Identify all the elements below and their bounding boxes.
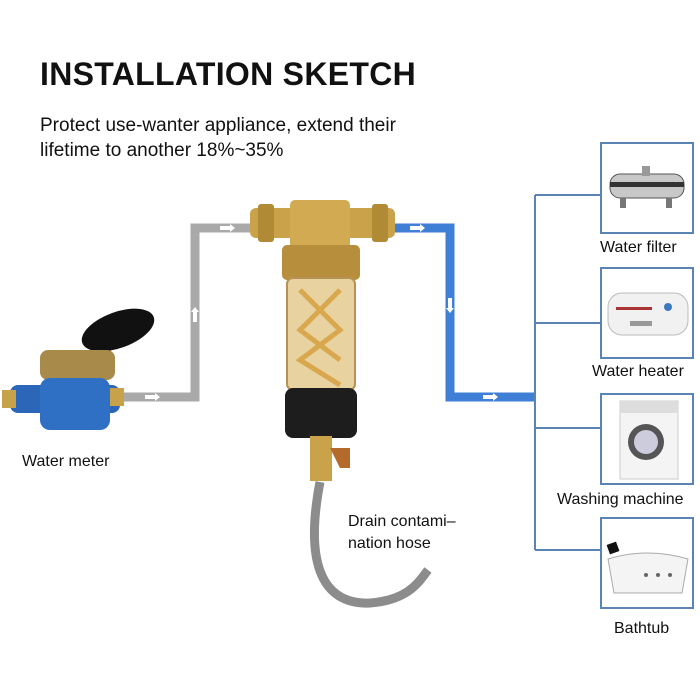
subtitle-line-1: Protect use-wanter appliance, extend the… [40,115,396,136]
appliance-washing-machine [600,393,694,485]
drain-label-line-1: Drain contami– [348,513,456,530]
appliance-bathtub [600,517,694,609]
branch-lines [534,194,600,551]
appliance-label: Washing machine [557,491,684,508]
prefilter-icon [250,200,395,481]
bathtub-icon [606,541,689,594]
appliance-label: Water heater [592,363,684,380]
appliance-label: Bathtub [614,620,670,637]
drain-label-line-2: nation hose [348,535,431,552]
appliance-water-heater [600,267,694,359]
flow-arrows [145,224,498,401]
appliance-water-filter [600,142,694,234]
water-heater-icon [607,292,689,336]
outlet-pipe [392,223,535,402]
washing-machine-icon [619,400,679,480]
drain-hose [310,481,432,608]
page-title: INSTALLATION SKETCH [40,56,417,92]
drain-hose-label: Drain contami– nation hose [348,511,456,555]
subtitle-line-2: lifetime to another 18%~35% [40,140,284,161]
water-meter-label: Water meter [22,453,110,470]
water-meter-icon [2,308,155,430]
water-filter-icon [609,166,685,208]
appliance-label: Water filter [600,239,677,256]
subtitle: Protect use-wanter appliance, extend the… [40,113,470,163]
